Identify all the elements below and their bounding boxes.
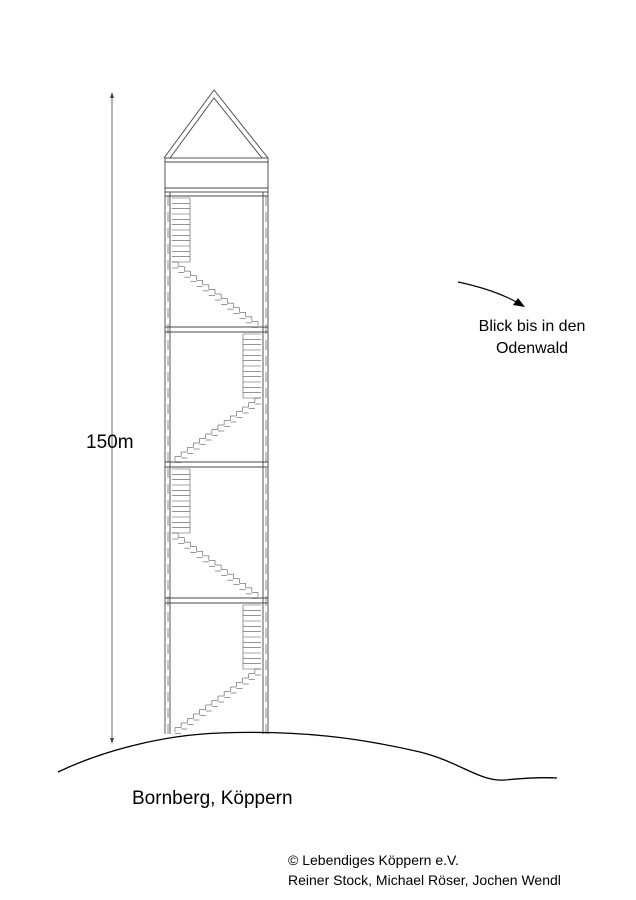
height-dimension-arrow bbox=[110, 92, 114, 744]
hill-outline bbox=[57, 731, 558, 781]
view-direction-arrow bbox=[457, 281, 525, 307]
tower-floors bbox=[165, 326, 268, 604]
view-label: Blick bis in den Odenwald bbox=[452, 316, 612, 360]
location-label: Bornberg, Köppern bbox=[132, 788, 293, 809]
credits-line1: © Lebendiges Köppern e.V. bbox=[288, 852, 459, 868]
tower-roof bbox=[163, 89, 269, 197]
view-label-line2: Odenwald bbox=[495, 340, 569, 357]
tower-staircases bbox=[172, 197, 261, 734]
tower-shaft bbox=[164, 192, 269, 734]
credits: © Lebendiges Köppern e.V. Reiner Stock, … bbox=[288, 850, 561, 890]
credits-line2: Reiner Stock, Michael Röser, Jochen Wend… bbox=[288, 872, 561, 888]
height-label: 150m bbox=[86, 432, 134, 453]
view-label-line1: Blick bis in den bbox=[478, 318, 586, 335]
